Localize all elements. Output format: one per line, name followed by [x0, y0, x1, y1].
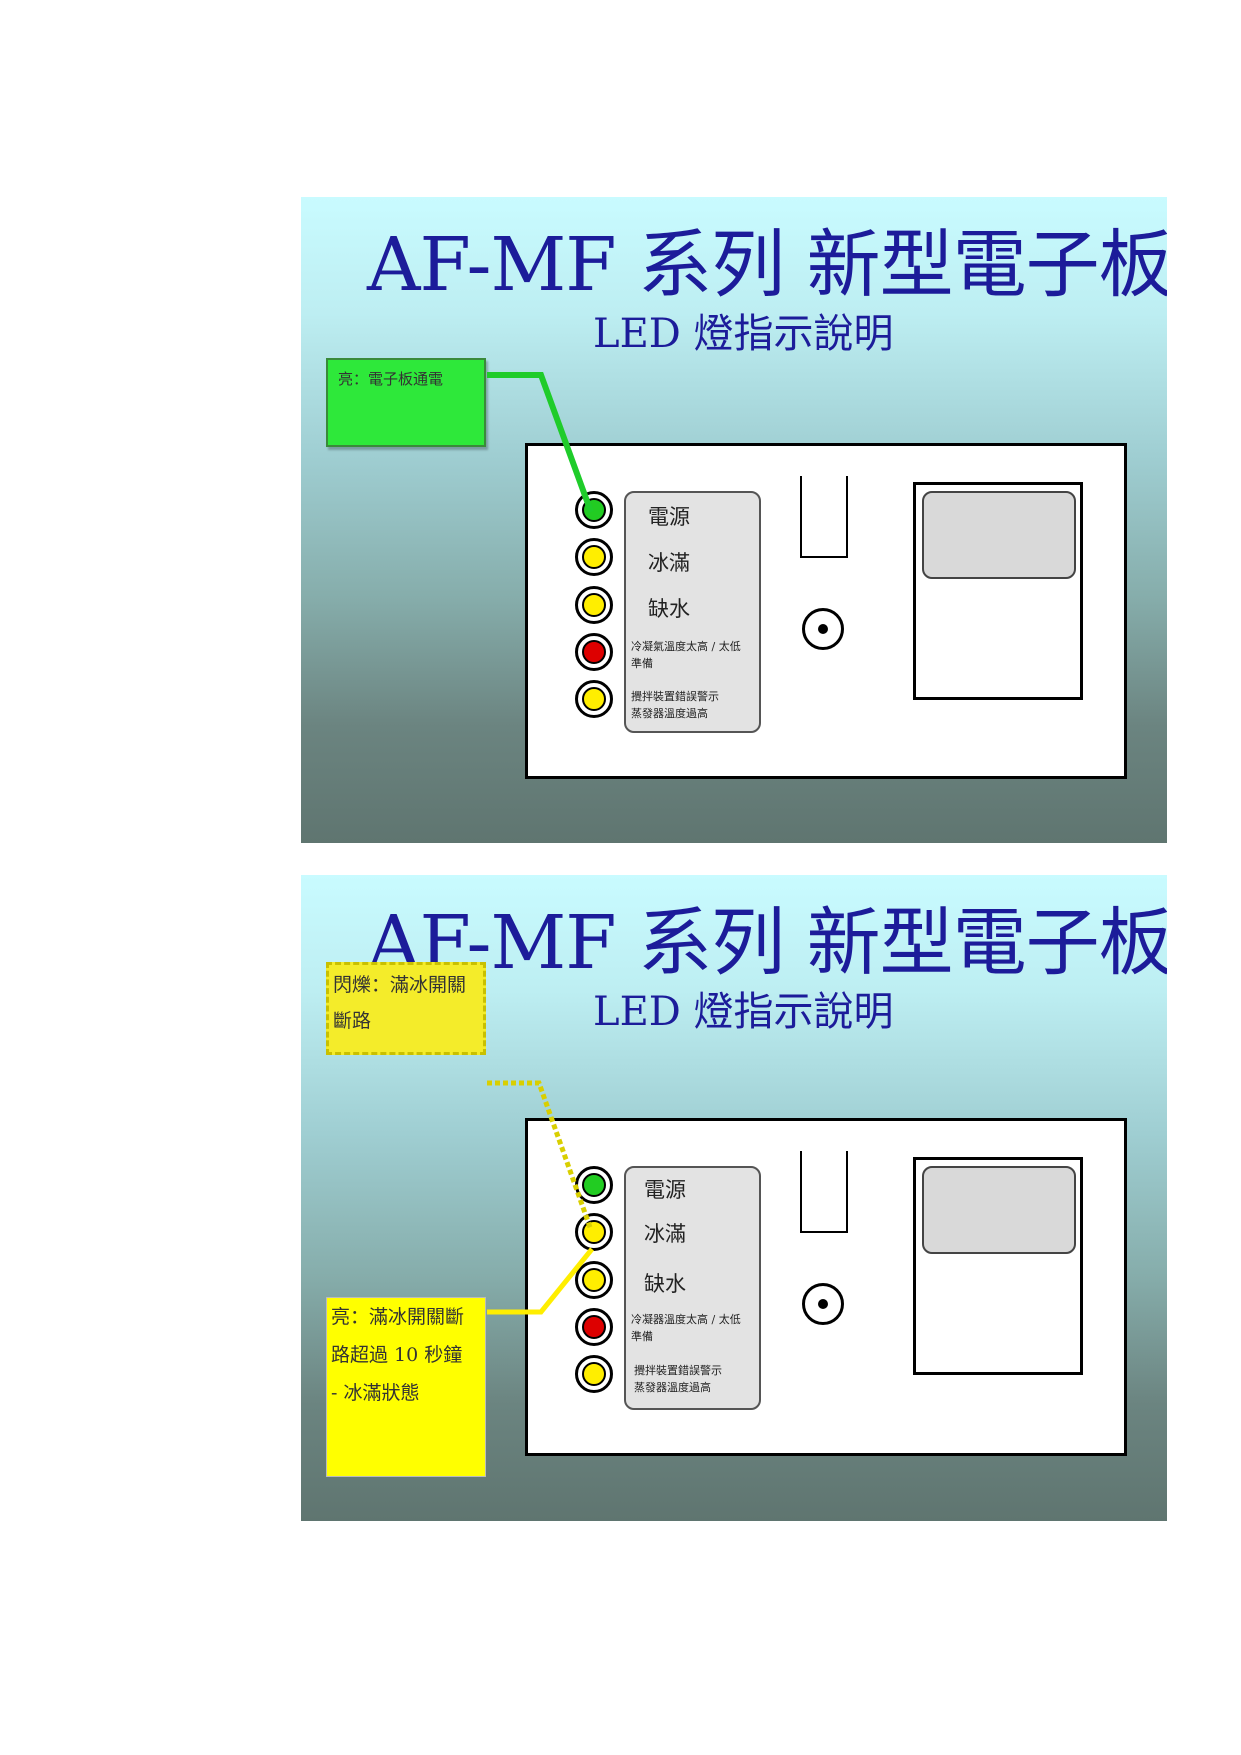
stirrer-led [575, 680, 613, 718]
ice-chute-slot [800, 476, 848, 558]
display-module [913, 482, 1083, 700]
control-board: 電源 冰滿 缺水 冷凝器溫度太高 / 太低 準備 攪拌裝置錯誤警示 蒸發器溫度過… [525, 1118, 1127, 1456]
on-callout-line1: 亮：滿冰開關斷 [331, 1306, 465, 1328]
led-label-panel: 電源 冰滿 缺水 冷凝氣溫度太高 / 太低 準備 攪拌裝置錯誤警示 蒸發器溫度過… [624, 491, 761, 733]
display-screen [922, 491, 1076, 579]
stirrer-label-line1: 攪拌裝置錯誤警示 [631, 690, 719, 703]
slide-title: AF-MF 系列 新型電子板 [367, 222, 1167, 308]
power-label: 電源 [648, 505, 690, 529]
condenser-label-line2: 準備 [631, 657, 653, 670]
ice-full-label: 冰滿 [644, 1222, 686, 1246]
stirrer-label-line2: 蒸發器溫度過高 [631, 707, 708, 720]
blink-callout-line1: 閃爍：滿冰開關 [333, 974, 467, 996]
adjust-knob [802, 1283, 844, 1325]
stirrer-led [575, 1355, 613, 1393]
ice-full-led [575, 538, 613, 576]
led-label-panel: 電源 冰滿 缺水 冷凝器溫度太高 / 太低 準備 攪拌裝置錯誤警示 蒸發器溫度過… [624, 1166, 761, 1410]
condenser-label-line1: 冷凝氣溫度太高 / 太低 [631, 640, 741, 653]
slide-subtitle: LED 燈指示說明 [593, 311, 894, 357]
slide-subtitle: LED 燈指示說明 [593, 989, 894, 1035]
control-board: 電源 冰滿 缺水 冷凝氣溫度太高 / 太低 準備 攪拌裝置錯誤警示 蒸發器溫度過… [525, 443, 1127, 779]
slide-2: AF-MF 系列 新型電子板 LED 燈指示說明 閃爍：滿冰開關 斷路 亮：滿冰… [301, 875, 1167, 1521]
condenser-led [575, 1308, 613, 1346]
slide-1: AF-MF 系列 新型電子板 LED 燈指示說明 亮：電子板通電 電源 冰滿 缺… [301, 197, 1167, 843]
condenser-label-line2: 準備 [631, 1330, 653, 1343]
display-module [913, 1157, 1083, 1375]
water-shortage-label: 缺水 [648, 597, 690, 621]
display-screen [922, 1166, 1076, 1254]
ice-full-led [575, 1213, 613, 1251]
power-callout: 亮：電子板通電 [326, 358, 486, 447]
power-led [575, 491, 613, 529]
ice-full-blink-callout: 閃爍：滿冰開關 斷路 [326, 962, 486, 1055]
ice-full-label: 冰滿 [648, 551, 690, 575]
ice-chute-slot [800, 1151, 848, 1233]
ice-full-on-callout: 亮：滿冰開關斷 路超過 10 秒鐘 - 冰滿狀態 [326, 1297, 486, 1477]
slide-title: AF-MF 系列 新型電子板 [367, 900, 1167, 986]
stirrer-label-line2: 蒸發器溫度過高 [634, 1381, 711, 1394]
on-callout-line3: - 冰滿狀態 [331, 1382, 420, 1404]
water-shortage-led [575, 1261, 613, 1299]
power-led [575, 1166, 613, 1204]
blink-callout-line2: 斷路 [333, 1010, 372, 1032]
adjust-knob [802, 608, 844, 650]
stirrer-label-line1: 攪拌裝置錯誤警示 [634, 1364, 722, 1377]
water-shortage-label: 缺水 [644, 1272, 686, 1296]
condenser-led [575, 633, 613, 671]
condenser-label-line1: 冷凝器溫度太高 / 太低 [631, 1313, 741, 1326]
water-shortage-led [575, 586, 613, 624]
on-callout-line2: 路超過 10 秒鐘 [331, 1344, 463, 1366]
power-label: 電源 [644, 1178, 686, 1202]
